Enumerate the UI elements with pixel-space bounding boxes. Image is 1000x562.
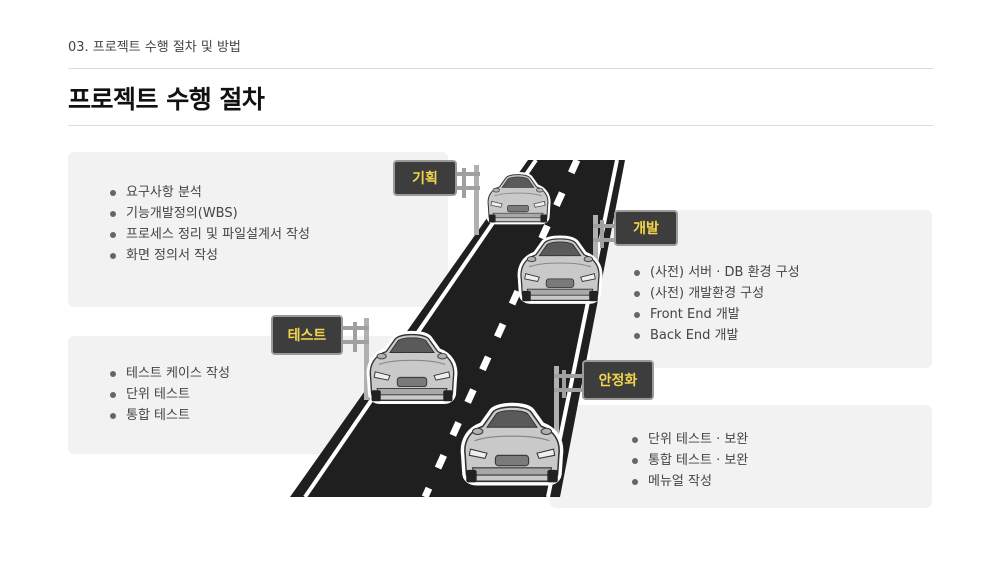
road-center-line (421, 158, 581, 499)
list-item: Back End 개발 (634, 325, 800, 346)
sign-plan-label: 기획 (412, 170, 438, 187)
plan-info-box: 요구사항 분석 기능개발정의(WBS) 프로세스 정리 및 파일설계서 작성 화… (68, 152, 448, 307)
sign-test: 테스트 (271, 315, 369, 400)
list-item: 요구사항 분석 (110, 182, 310, 203)
breadcrumb: 03. 프로젝트 수행 절차 및 방법 (68, 40, 241, 55)
dev-item-list: (사전) 서버 · DB 환경 구성 (사전) 개발환경 구성 Front En… (634, 262, 800, 346)
list-item: (사전) 서버 · DB 환경 구성 (634, 262, 800, 283)
stable-item-list: 단위 테스트 · 보완 통합 테스트 · 보완 메뉴얼 작성 (632, 429, 748, 492)
list-item: Front End 개발 (634, 304, 800, 325)
list-item: 프로세스 정리 및 파일설계서 작성 (110, 224, 310, 245)
list-item: 단위 테스트 · 보완 (632, 429, 748, 450)
list-item: 통합 테스트 (110, 405, 230, 426)
sign-test-label: 테스트 (288, 328, 327, 344)
test-item-list: 테스트 케이스 작성 단위 테스트 통합 테스트 (110, 363, 230, 426)
title-divider (68, 125, 933, 126)
sign-dev-label: 개발 (633, 220, 659, 237)
sign-stable-label: 안정화 (599, 372, 638, 389)
sign-plan: 기획 (393, 160, 480, 235)
list-item: 화면 정의서 작성 (110, 245, 310, 266)
sign-dev: 개발 (593, 210, 678, 285)
header-divider (68, 68, 933, 69)
list-item: 통합 테스트 · 보완 (632, 450, 748, 471)
list-item: (사전) 개발환경 구성 (634, 283, 800, 304)
list-item: 단위 테스트 (110, 384, 230, 405)
list-item: 메뉴얼 작성 (632, 471, 748, 492)
sign-stable: 안정화 (554, 360, 654, 438)
list-item: 테스트 케이스 작성 (110, 363, 230, 384)
test-info-box: 테스트 케이스 작성 단위 테스트 통합 테스트 (68, 336, 398, 454)
list-item: 기능개발정의(WBS) (110, 203, 310, 224)
plan-item-list: 요구사항 분석 기능개발정의(WBS) 프로세스 정리 및 파일설계서 작성 화… (110, 182, 310, 266)
page-title: 프로젝트 수행 절차 (68, 85, 265, 114)
stable-info-box: 단위 테스트 · 보완 통합 테스트 · 보완 메뉴얼 작성 (550, 405, 932, 508)
